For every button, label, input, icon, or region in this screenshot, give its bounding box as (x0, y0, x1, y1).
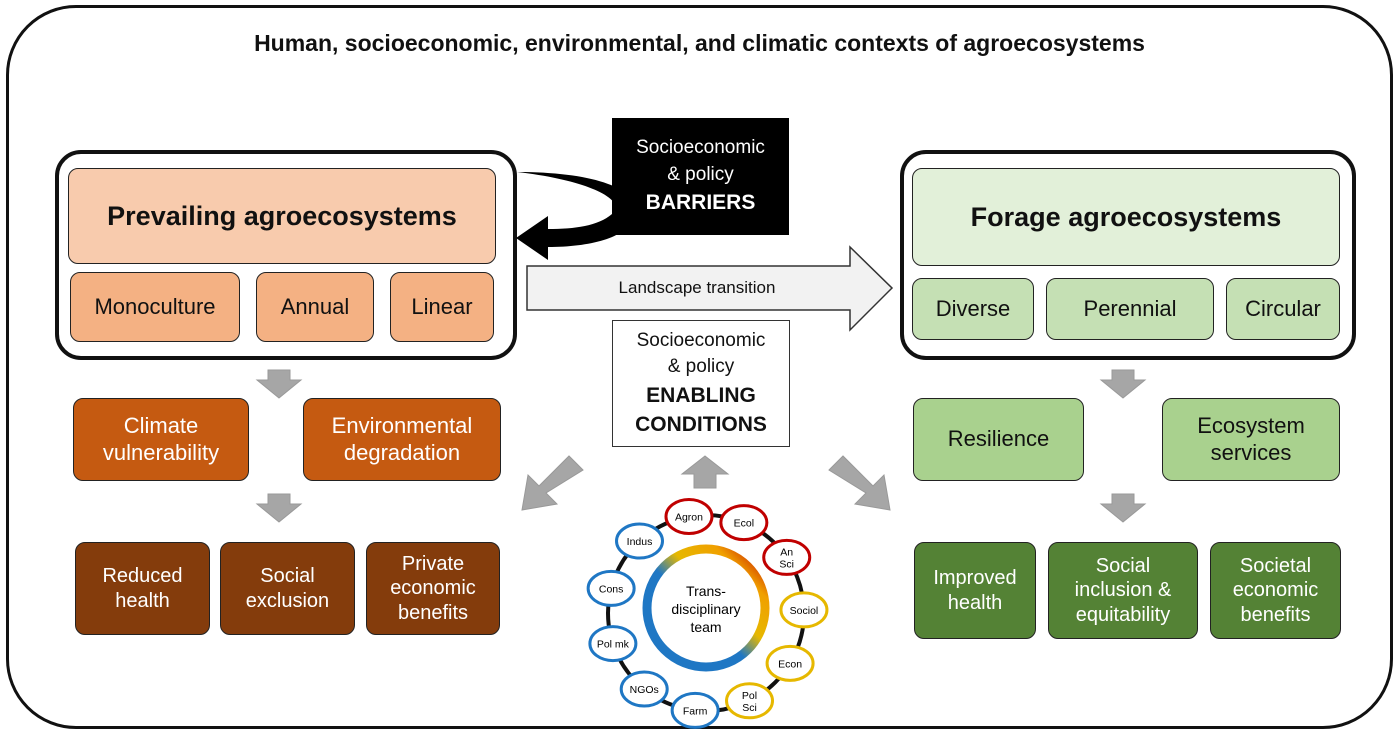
team-member-pol-mk: Pol mk (588, 625, 638, 663)
team-member-label: Sci (742, 702, 757, 714)
barriers-box: Socioeconomic & policy BARRIERS (612, 118, 789, 235)
outcome-resilience: Resilience (913, 398, 1084, 481)
team-center-line1: Trans- (686, 583, 726, 599)
team-member-label: Pol (742, 690, 757, 702)
team-member-label: Econ (778, 658, 802, 670)
enabling-line4: CONDITIONS (635, 413, 767, 437)
team-member-bubble (664, 497, 714, 535)
team-member-bubble (719, 504, 769, 542)
team-member-label: Cons (599, 583, 624, 595)
team-member-label: An (780, 546, 793, 558)
enabling-line2: & policy (667, 356, 735, 378)
team-member-label: Farm (683, 705, 708, 717)
trait-annual: Annual (256, 272, 374, 342)
trait-perennial: Perennial (1046, 278, 1214, 340)
trait-monoculture: Monoculture (70, 272, 240, 342)
trait-linear: Linear (390, 272, 494, 342)
landscape-transition-label: Landscape transition (618, 278, 776, 297)
team-member-bubble (588, 625, 638, 663)
outcome-improved-health: Improved health (914, 542, 1036, 639)
team-member-label: Ecol (734, 518, 754, 530)
team-member-sociol: Sociol (779, 591, 829, 629)
down-arrow-prevailing-2 (255, 493, 303, 523)
diagonal-arrow-right (828, 455, 891, 511)
enabling-line3: ENABLING (646, 383, 756, 407)
barriers-line1: Socioeconomic (636, 137, 765, 159)
barrier-curved-arrow (516, 172, 636, 260)
team-member-ngos: NGOs (619, 670, 669, 708)
down-arrow-prevailing-1 (255, 369, 303, 399)
diagonal-arrow-left (521, 455, 584, 511)
trait-diverse: Diverse (912, 278, 1034, 340)
outcome-environmental-degradation: Environmental degradation (303, 398, 501, 481)
down-arrow-forage-2 (1099, 493, 1147, 523)
team-member-bubble (779, 591, 829, 629)
team-member-econ: Econ (765, 644, 815, 682)
barriers-line2: & policy (667, 163, 734, 185)
enabling-line1: Socioeconomic (636, 329, 766, 351)
outcome-private-economic-benefits: Private economic benefits (366, 542, 500, 635)
outcome-social-inclusion: Social inclusion & equitability (1048, 542, 1198, 639)
team-center-ring (642, 544, 770, 672)
up-arrow-team (680, 455, 730, 489)
team-member-bubble (619, 670, 669, 708)
team-member-label: Sociol (790, 605, 819, 617)
team-member-label: Pol mk (597, 639, 630, 651)
diagram-title: Human, socioeconomic, environmental, and… (254, 30, 1145, 56)
team-member-bubble (725, 682, 775, 720)
prevailing-title-box: Prevailing agroecosystems (68, 168, 496, 264)
team-member-farm: Farm (670, 691, 720, 729)
team-member-agron: Agron (664, 497, 714, 535)
team-member-bubble (765, 644, 815, 682)
outcome-social-exclusion: Social exclusion (220, 542, 355, 635)
team-member-label: Agron (675, 511, 703, 523)
team-member-bubble (762, 538, 812, 576)
outcome-climate-vulnerability: Climate vulnerability (73, 398, 249, 481)
team-member-bubble (586, 569, 636, 607)
outcome-ecosystem-services: Ecosystem services (1162, 398, 1340, 481)
down-arrow-forage-1 (1099, 369, 1147, 399)
team-member-label: Indus (627, 536, 653, 548)
trait-circular: Circular (1226, 278, 1340, 340)
team-member-bubble (615, 522, 665, 560)
forage-title-box: Forage agroecosystems (912, 168, 1340, 266)
team-member-bubble (670, 691, 720, 729)
team-center-line3: team (690, 619, 721, 635)
landscape-transition-arrow (526, 245, 894, 332)
team-member-label: Sci (779, 558, 794, 570)
team-member-indus: Indus (615, 522, 665, 560)
team-center-line2: disciplinary (671, 601, 740, 617)
team-member-label: NGOs (630, 684, 659, 696)
barriers-line3: BARRIERS (645, 191, 756, 215)
outcome-societal-economic-benefits: Societal economic benefits (1210, 542, 1341, 639)
team-member-ecol: Ecol (719, 504, 769, 542)
enabling-conditions-box: Socioeconomic & policy ENABLING CONDITIO… (612, 320, 790, 447)
team-member-cons: Cons (586, 569, 636, 607)
outcome-reduced-health: Reduced health (75, 542, 210, 635)
